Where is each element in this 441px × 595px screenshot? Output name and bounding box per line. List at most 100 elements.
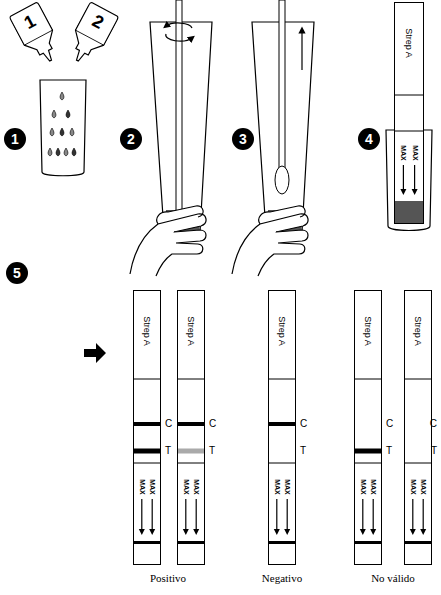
test-strip: Strep A MAXMAX xyxy=(133,290,161,565)
max-mark: MAX xyxy=(399,145,407,161)
dip-arrow-head xyxy=(360,529,366,535)
bottle-outline xyxy=(61,0,120,70)
result-label: Negativo xyxy=(262,572,302,585)
dip-arrow xyxy=(373,499,374,531)
dip-arrow xyxy=(403,165,404,191)
reagent-bottle: 2 xyxy=(61,0,120,70)
dip-arrow-head xyxy=(139,529,145,535)
window-edge xyxy=(178,379,204,380)
dip-arrow xyxy=(141,499,142,531)
strip-name: Strep A xyxy=(277,316,287,346)
step-number-text: 2 xyxy=(121,128,141,150)
sample-pad-edge xyxy=(395,131,423,132)
line-label: C xyxy=(209,418,216,430)
control-band xyxy=(269,422,295,426)
dip-arrow xyxy=(362,499,363,531)
dip-arrow-head xyxy=(274,529,280,535)
line-label: T xyxy=(209,445,215,457)
window-edge xyxy=(355,379,381,380)
bottle-outline xyxy=(7,0,66,70)
dip-arrow xyxy=(287,499,288,531)
test-band xyxy=(178,449,204,454)
window-edge xyxy=(395,95,423,96)
step-number: 3 xyxy=(232,128,254,150)
line-label: T xyxy=(431,445,437,457)
line-label: T xyxy=(165,445,171,457)
max-mark: MAX xyxy=(369,479,377,495)
window-edge xyxy=(269,379,295,380)
dip-arrow xyxy=(412,499,413,531)
dip-arrow xyxy=(152,499,153,531)
window-edge xyxy=(405,379,431,380)
line-label: C xyxy=(430,418,437,430)
test-band xyxy=(134,449,160,454)
sample-pad-edge xyxy=(269,463,295,464)
strip-name: Strep A xyxy=(413,316,423,346)
dip-arrow-head xyxy=(284,529,290,535)
max-mark: MAX xyxy=(411,145,419,161)
dip-arrow xyxy=(414,165,415,191)
step-number-text: 3 xyxy=(233,128,253,150)
max-mark: MAX xyxy=(148,479,156,495)
dip-arrow-head xyxy=(149,529,155,535)
sample-pad-edge xyxy=(355,463,381,464)
step-number: 1 xyxy=(4,128,26,150)
strip-name: Strep A xyxy=(142,316,152,346)
line-label: T xyxy=(300,445,306,457)
strip-name: Strep A xyxy=(186,316,196,346)
test-strip: Strep A MAXMAX xyxy=(354,290,382,565)
step-number: 4 xyxy=(358,128,380,150)
max-mark: MAX xyxy=(409,479,417,495)
max-line xyxy=(269,541,295,544)
step-number-text: 1 xyxy=(5,128,25,150)
dip-arrow-head xyxy=(410,529,416,535)
max-line xyxy=(405,541,431,544)
dip-arrow-head xyxy=(420,529,426,535)
max-mark: MAX xyxy=(359,479,367,495)
max-mark: MAX xyxy=(192,479,200,495)
bottle-body xyxy=(63,2,118,68)
liquid xyxy=(395,201,423,223)
bottle-body xyxy=(9,2,64,68)
reagent-bottle: 1 xyxy=(7,0,66,70)
max-line xyxy=(178,541,204,544)
test-strip: Strep AMAXMAX xyxy=(268,290,296,565)
line-label: C xyxy=(165,418,172,430)
test-strip: Strep A MAXMAX xyxy=(404,290,432,565)
strip-name: Strep A xyxy=(363,316,373,346)
dip-arrow xyxy=(276,499,277,531)
sample-pad-edge xyxy=(405,463,431,464)
max-mark: MAX xyxy=(419,479,427,495)
sample-pad-edge xyxy=(178,463,204,464)
dip-arrow-head xyxy=(412,189,418,195)
dip-arrow-head xyxy=(183,529,189,535)
max-line xyxy=(134,541,160,544)
dip-arrow-head xyxy=(193,529,199,535)
step-number-text: 5 xyxy=(7,262,27,284)
result-label: Positivo xyxy=(150,572,186,585)
line-label: C xyxy=(386,418,393,430)
strip-name: Strep A xyxy=(404,28,414,58)
line-label: T xyxy=(386,445,392,457)
test-strip: Strep A MAXMAX xyxy=(177,290,205,565)
window-edge xyxy=(134,379,160,380)
control-band xyxy=(134,422,160,426)
step-number: 5 xyxy=(6,262,28,284)
step-number-text: 4 xyxy=(359,128,379,150)
result-label: No válido xyxy=(371,572,415,585)
max-mark: MAX xyxy=(182,479,190,495)
max-mark: MAX xyxy=(273,479,281,495)
test-strip: Strep A MAX MAX xyxy=(394,2,424,224)
test-band xyxy=(355,449,381,454)
dip-arrow-head xyxy=(370,529,376,535)
step-number: 2 xyxy=(120,128,142,150)
dip-arrow xyxy=(185,499,186,531)
max-mark: MAX xyxy=(138,479,146,495)
sample-pad-edge xyxy=(134,463,160,464)
max-line xyxy=(355,541,381,544)
line-label: C xyxy=(300,418,307,430)
dip-arrow xyxy=(423,499,424,531)
dip-arrow-head xyxy=(400,189,406,195)
dip-arrow xyxy=(196,499,197,531)
